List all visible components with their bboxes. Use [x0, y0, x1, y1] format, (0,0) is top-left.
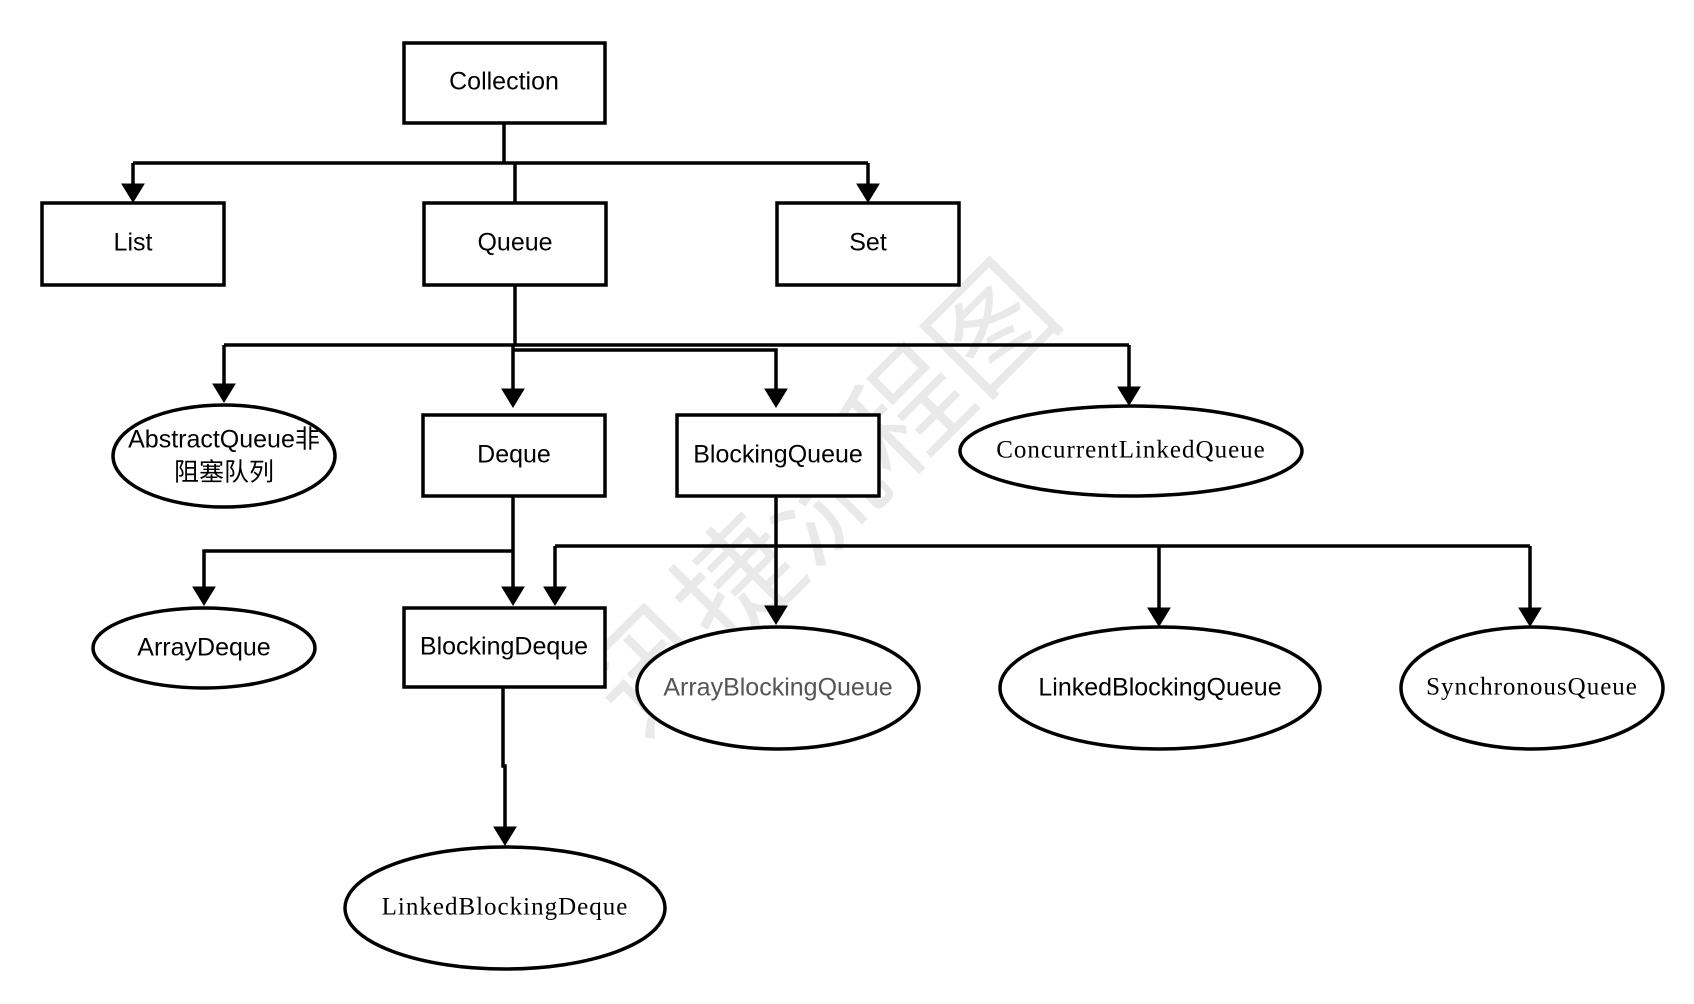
arrowhead-arraydeque — [192, 586, 216, 606]
node-set-label: Set — [849, 229, 887, 257]
arrowhead-concurrent — [1117, 386, 1141, 406]
edges — [121, 123, 1542, 846]
edge-queue-blockingqueue-bus — [513, 348, 778, 395]
node-set[interactable]: Set — [775, 201, 961, 287]
node-queue-label: Queue — [477, 229, 552, 257]
node-array-blocking-queue-label: ArrayBlockingQueue — [663, 674, 892, 702]
node-array-blocking-queue[interactable]: ArrayBlockingQueue — [635, 625, 921, 751]
node-blocking-deque[interactable]: BlockingDeque — [402, 606, 607, 689]
node-synchronous-queue[interactable]: SynchronousQueue — [1399, 625, 1665, 751]
node-abstract-queue[interactable]: AbstractQueue非 阻塞队列 — [111, 403, 337, 509]
node-synchronous-queue-label: SynchronousQueue — [1426, 674, 1638, 701]
node-deque-label: Deque — [477, 441, 551, 469]
node-blocking-queue[interactable]: BlockingQueue — [675, 413, 881, 498]
node-concurrent-linked-queue[interactable]: ConcurrentLinkedQueue — [958, 404, 1304, 498]
node-blocking-queue-label: BlockingQueue — [693, 441, 863, 469]
arrowhead-list — [121, 183, 145, 203]
node-list-label: List — [114, 229, 153, 257]
node-deque[interactable]: Deque — [421, 413, 607, 498]
node-abstract-queue-label-line1: AbstractQueue非 — [128, 426, 320, 454]
edge-blockingdeque-linkedblockingdeque — [501, 686, 507, 833]
node-list[interactable]: List — [40, 201, 226, 287]
arrowhead-linkedblockingdeque — [493, 826, 517, 846]
node-linked-blocking-deque[interactable]: LinkedBlockingDeque — [343, 845, 667, 971]
arrowhead-blockingqueue — [764, 388, 788, 408]
arrowhead-arrayblockingqueue — [764, 605, 788, 625]
node-collection[interactable]: Collection — [402, 41, 607, 125]
node-queue[interactable]: Queue — [422, 201, 608, 287]
arrowhead-linkedblockingqueue — [1147, 607, 1171, 627]
arrowhead-synchronousqueue — [1518, 607, 1542, 627]
node-concurrent-linked-queue-label: ConcurrentLinkedQueue — [996, 437, 1266, 464]
node-linked-blocking-deque-label: LinkedBlockingDeque — [382, 894, 629, 921]
node-abstract-queue-label-line2: 阻塞队列 — [174, 459, 274, 487]
arrowhead-blockingdeque-right — [543, 586, 567, 606]
node-linked-blocking-queue-label: LinkedBlockingQueue — [1038, 674, 1281, 702]
node-linked-blocking-queue[interactable]: LinkedBlockingQueue — [998, 625, 1322, 751]
arrowhead-blockingdeque-left — [501, 586, 525, 606]
node-blocking-deque-label: BlockingDeque — [420, 633, 588, 661]
node-array-deque-label: ArrayDeque — [137, 634, 270, 662]
arrowhead-abstract — [212, 383, 236, 403]
arrowhead-deque — [501, 388, 525, 408]
node-array-deque[interactable]: ArrayDeque — [91, 606, 317, 690]
edge-deque-arraydeque — [202, 549, 513, 593]
node-collection-label: Collection — [449, 68, 559, 96]
arrowhead-set — [856, 183, 880, 203]
